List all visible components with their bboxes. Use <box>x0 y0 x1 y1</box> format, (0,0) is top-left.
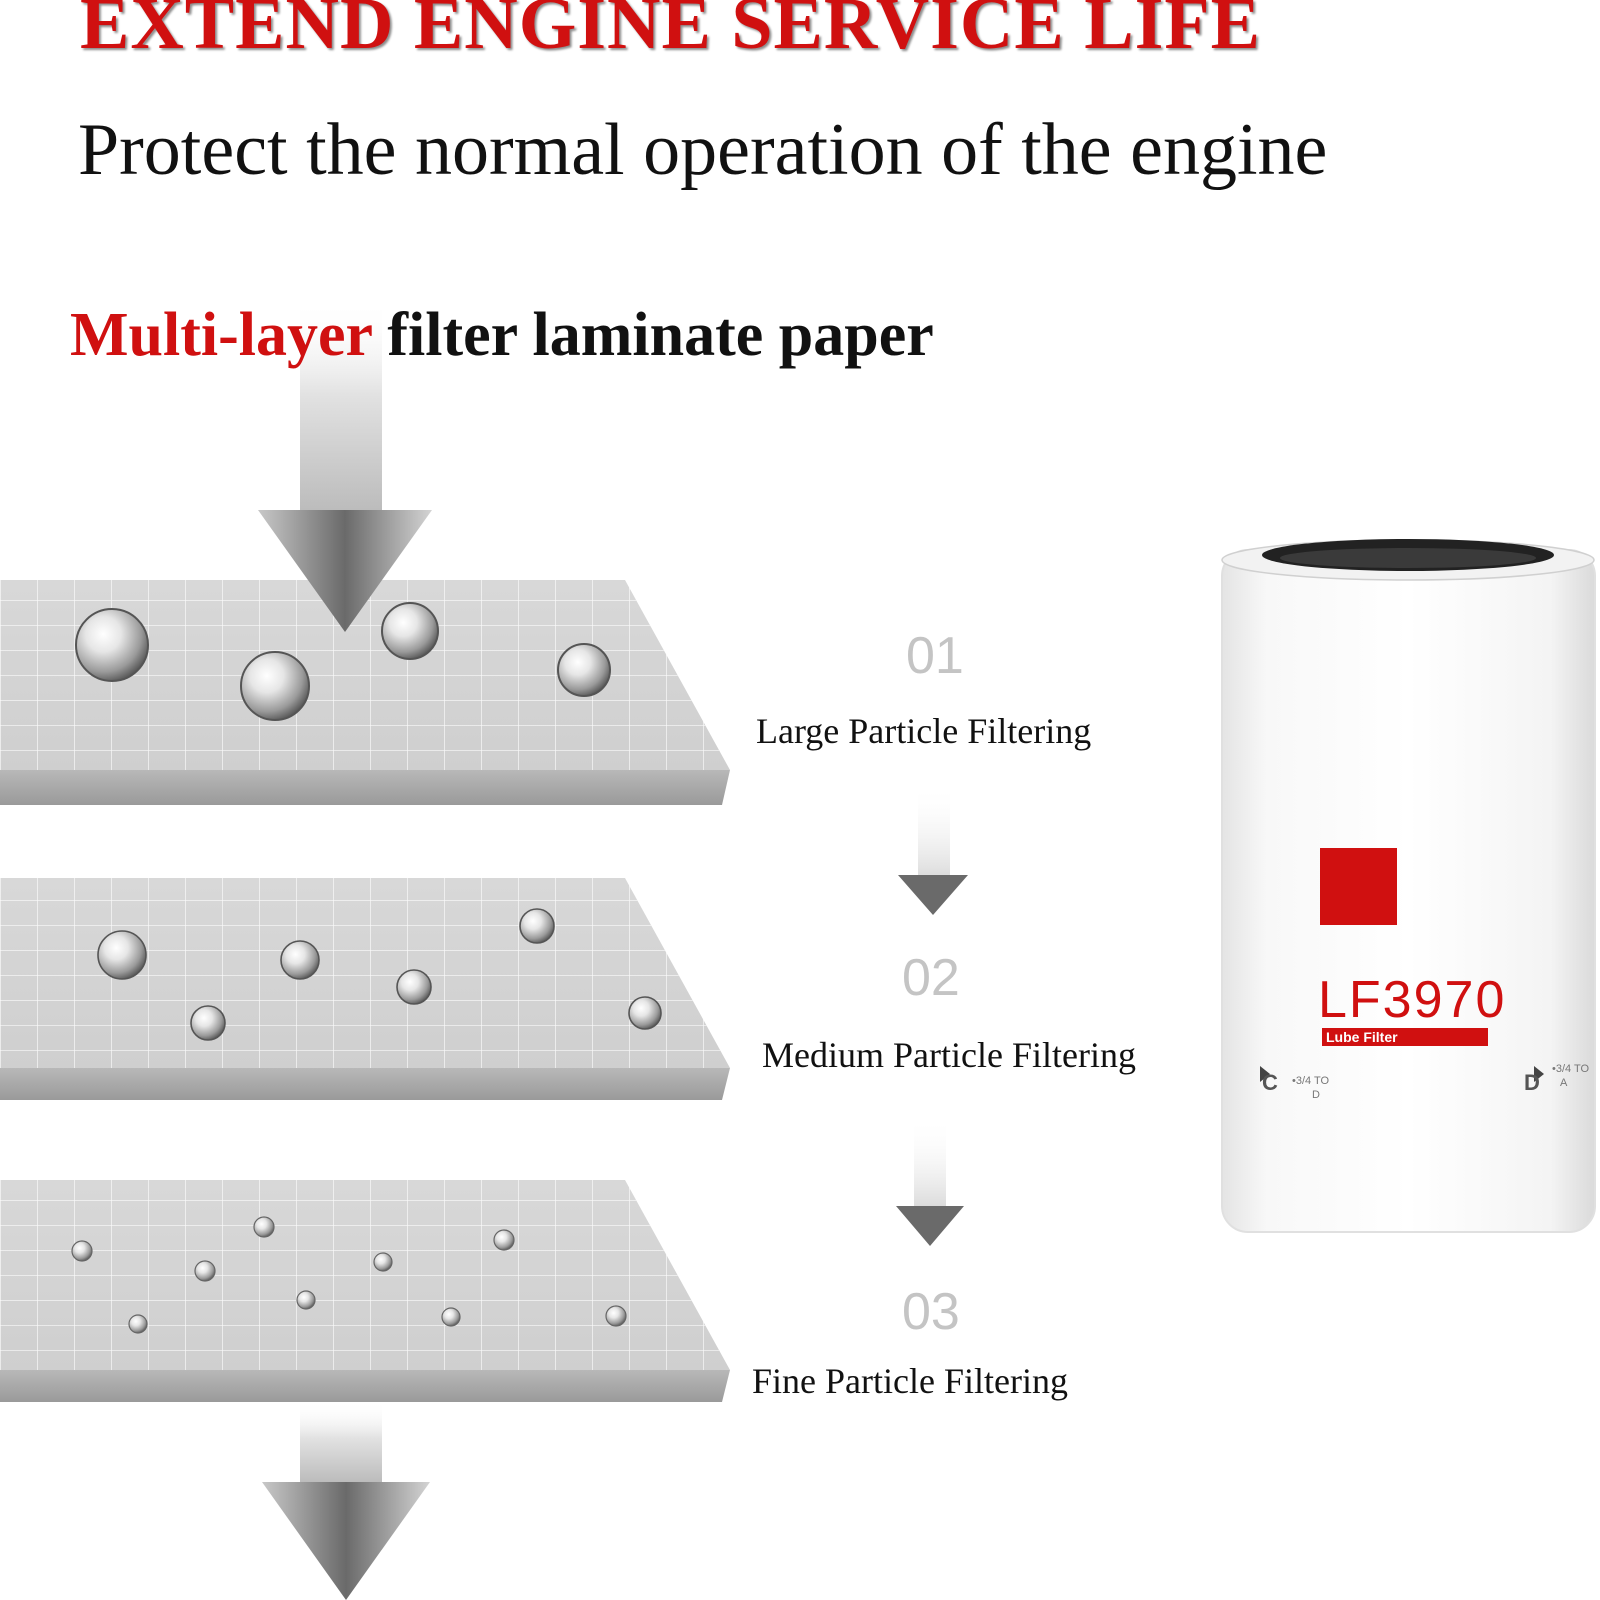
step-label-2: Medium Particle Filtering <box>762 1035 1136 1075</box>
particle-droplet-icon <box>557 643 611 697</box>
mark-c-note-1: •3/4 TO <box>1292 1075 1330 1087</box>
particles-fine <box>71 1216 627 1334</box>
top-arrow-shaft <box>300 300 382 510</box>
step-arrow-1 <box>898 785 968 915</box>
layer-title-rest: filter laminate paper <box>371 301 934 369</box>
product-model: LF3970 <box>1318 971 1507 1029</box>
mark-c-note-2: D <box>1312 1089 1320 1101</box>
red-square-logo-icon <box>1320 848 1397 925</box>
down-arrow-icon <box>262 1482 430 1600</box>
oil-filter-canister <box>1221 539 1596 1233</box>
particle-droplet-icon <box>381 602 439 660</box>
particle-droplet-icon <box>628 996 662 1030</box>
particles-medium <box>97 908 662 1041</box>
particles-large <box>75 602 611 721</box>
mark-d: D <box>1524 1070 1540 1095</box>
mark-d-note-1: •3/4 TO <box>1552 1063 1590 1075</box>
particle-droplet-icon <box>190 1005 226 1041</box>
particle-droplet-icon <box>194 1260 216 1282</box>
step-label-3: Fine Particle Filtering <box>752 1361 1068 1401</box>
particle-droplet-icon <box>253 1216 275 1238</box>
particle-droplet-icon <box>441 1307 461 1327</box>
step-label-1: Large Particle Filtering <box>756 711 1092 751</box>
filter-layer-2 <box>0 878 730 1100</box>
particle-droplet-icon <box>605 1305 627 1327</box>
particle-droplet-icon <box>240 651 310 721</box>
step-arrow-2 <box>896 1118 964 1246</box>
particle-droplet-icon <box>280 940 320 980</box>
bottom-arrow-shaft <box>300 1402 382 1482</box>
down-arrow-icon <box>898 875 968 915</box>
particle-droplet-icon <box>296 1290 316 1310</box>
particle-droplet-icon <box>373 1252 393 1272</box>
mark-c: C <box>1262 1070 1278 1095</box>
subheadline: Protect the normal operation of the engi… <box>78 109 1328 191</box>
particle-droplet-icon <box>97 930 147 980</box>
product-subtitle: Lube Filter <box>1322 1028 1488 1046</box>
particle-droplet-icon <box>75 608 149 682</box>
step-number-2: 02 <box>902 949 960 1007</box>
particle-droplet-icon <box>396 969 432 1005</box>
down-arrow-icon <box>258 510 432 632</box>
layer-title-highlight: Multi-layer <box>70 301 372 369</box>
mark-d-note-2: A <box>1560 1077 1568 1089</box>
particle-droplet-icon <box>128 1314 148 1334</box>
particle-droplet-icon <box>519 908 555 944</box>
headline: EXTEND ENGINE SERVICE LIFE <box>80 0 1261 65</box>
down-arrow-icon <box>896 1206 964 1246</box>
filter-layer-1 <box>0 580 730 805</box>
step-number-3: 03 <box>902 1283 960 1341</box>
particle-droplet-icon <box>493 1229 515 1251</box>
layer-title: Multi-layer filter laminate paper <box>70 300 934 371</box>
step-number-1: 01 <box>906 627 964 685</box>
particle-droplet-icon <box>71 1240 93 1262</box>
filter-layer-3 <box>0 1180 730 1402</box>
